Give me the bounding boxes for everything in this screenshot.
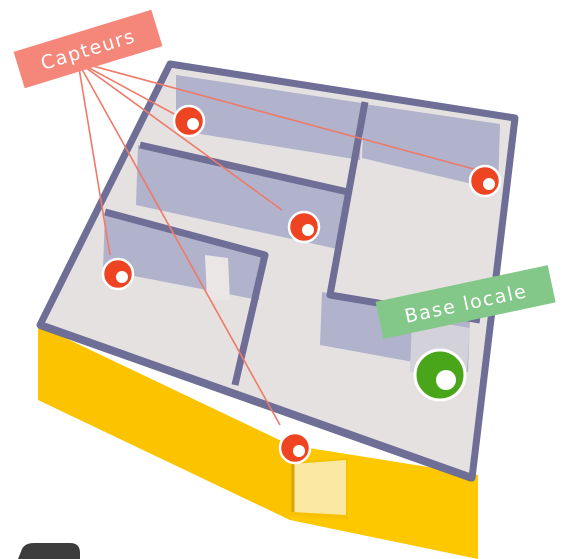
sensor-icon[interactable] bbox=[287, 210, 321, 244]
link-left-room bbox=[77, 61, 111, 256]
sensors-label: Capteurs bbox=[13, 9, 163, 89]
link-upper-left bbox=[77, 61, 190, 123]
link-corridor bbox=[77, 61, 283, 211]
sensor-icon[interactable] bbox=[172, 104, 206, 138]
base-label: Base locale bbox=[375, 265, 556, 339]
link-entrance bbox=[77, 61, 281, 426]
sensor-icon[interactable] bbox=[278, 431, 312, 465]
sensor-icon[interactable] bbox=[101, 257, 135, 291]
front-door bbox=[293, 460, 346, 515]
link-upper-right bbox=[77, 61, 486, 173]
sensor-links bbox=[77, 61, 486, 426]
base-station-icon[interactable] bbox=[413, 348, 467, 402]
front-wall bbox=[38, 325, 290, 520]
corner-shape bbox=[18, 543, 80, 559]
sensor-icon[interactable] bbox=[468, 164, 502, 198]
